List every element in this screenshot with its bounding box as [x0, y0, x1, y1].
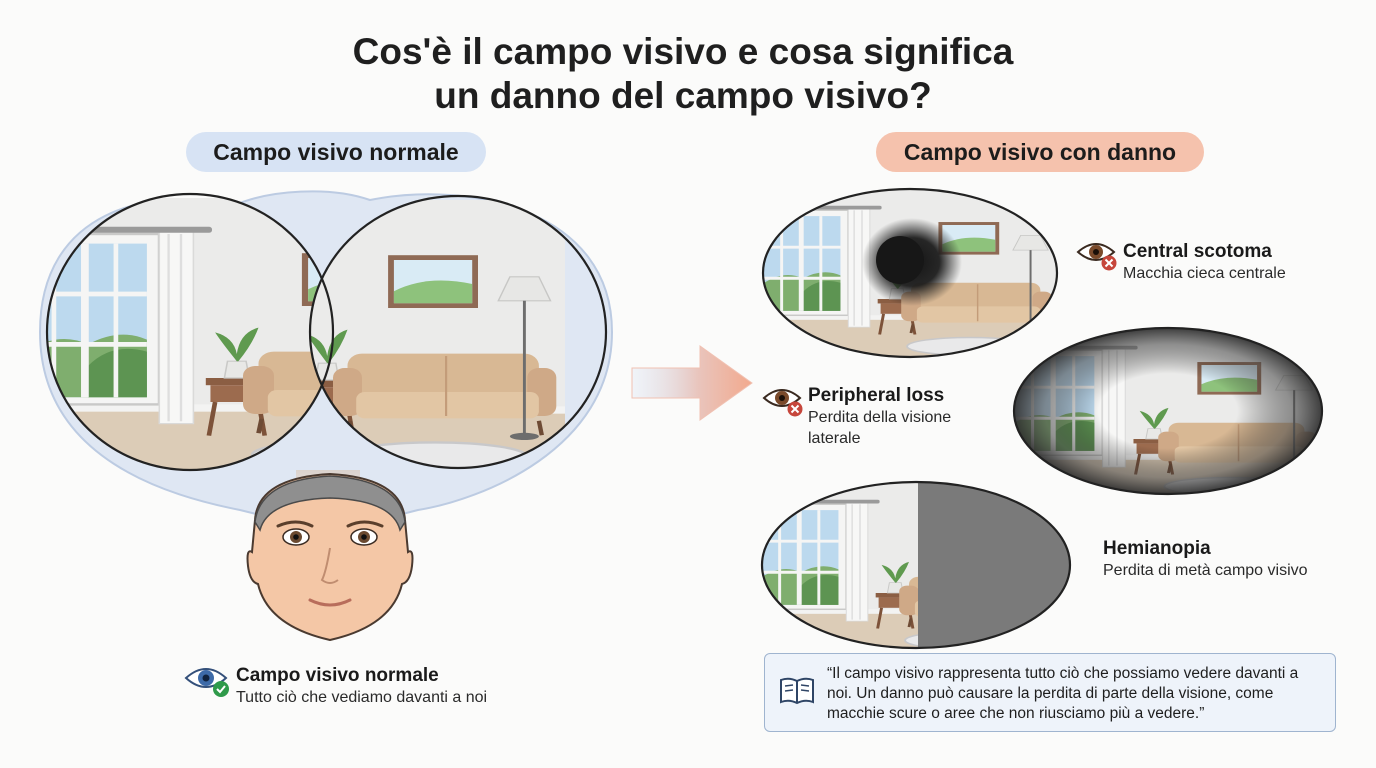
peripheral-loss-title: Peripheral loss	[808, 385, 945, 406]
central-scotoma-caption: Central scotoma Macchia cieca centrale	[1123, 240, 1286, 284]
page-title-line-1: Cos'è il campo visivo e cosa significa	[352, 31, 1014, 72]
page-title-line-2: un danno del campo visivo?	[434, 75, 932, 116]
peripheral-loss-caption: Peripheral loss Perdita della visione la…	[808, 384, 1008, 449]
normal-caption-title: Campo visivo normale	[236, 665, 439, 686]
page-title: Cos'è il campo visivo e cosa significa u…	[0, 30, 1366, 118]
eye-check-icon	[184, 668, 229, 697]
damaged-field-heading: Campo visivo con danno	[876, 132, 1204, 172]
normal-caption-text: Tutto ciò che vediamo davanti a noi	[236, 689, 488, 706]
book-icon	[780, 677, 814, 705]
normal-field-caption: Campo visivo normale Tutto ciò che vedia…	[236, 664, 487, 708]
normal-field-heading: Campo visivo normale	[186, 132, 486, 172]
hemianopia-caption: Hemianopia Perdita di metà campo visivo	[1103, 537, 1308, 581]
central-scotoma-view	[761, 187, 1059, 359]
hemianopia-title: Hemianopia	[1103, 538, 1211, 559]
quote-text: “Il campo visivo rappresenta tutto ciò c…	[827, 665, 1299, 722]
hemianopia-view	[760, 480, 1072, 650]
face-illustration	[246, 472, 414, 642]
eye-cross-icon	[1076, 243, 1117, 271]
eye-cross-icon	[762, 389, 803, 417]
central-scotoma-text: Macchia cieca centrale	[1123, 265, 1286, 282]
peripheral-loss-text: Perdita della visione laterale	[808, 409, 952, 447]
central-scotoma-title: Central scotoma	[1123, 241, 1272, 262]
quote-box: “Il campo visivo rappresenta tutto ciò c…	[764, 653, 1336, 732]
transition-arrow	[631, 345, 753, 421]
hemianopia-text: Perdita di metà campo visivo	[1103, 562, 1308, 579]
peripheral-loss-view	[1012, 326, 1324, 496]
